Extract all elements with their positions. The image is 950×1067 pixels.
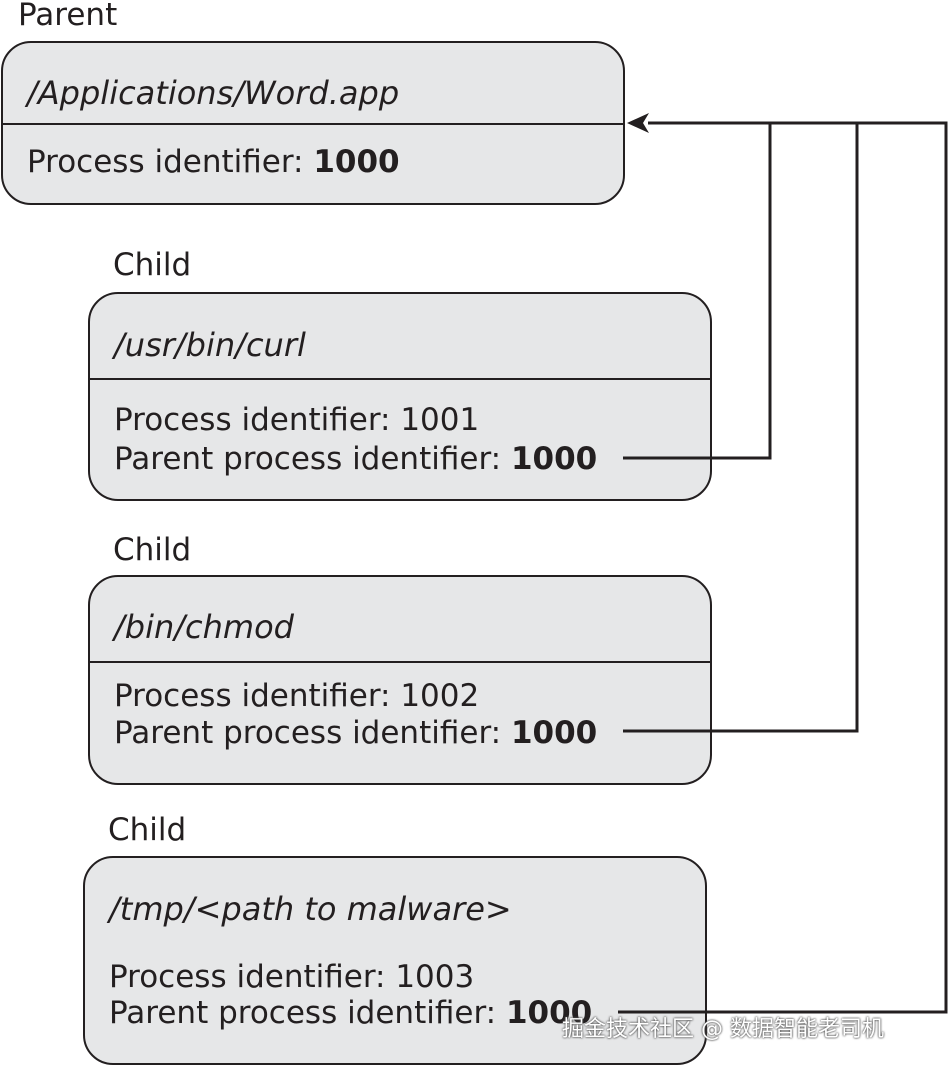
connector-malware bbox=[618, 121, 948, 1014]
child-pid-line: Process identifier: 1002 bbox=[114, 678, 480, 714]
child-role-label: Child bbox=[113, 247, 192, 283]
child-process-box-chmod: /bin/chmod Process identifier: 1002 Pare… bbox=[88, 575, 712, 785]
child-process-path: /usr/bin/curl bbox=[114, 326, 306, 364]
child-ppid-value: 1000 bbox=[505, 995, 593, 1031]
child-process-box-malware: /tmp/<path to malware> Process identifie… bbox=[83, 856, 707, 1065]
parent-pid-value: 1000 bbox=[313, 144, 400, 180]
child-ppid-label: Parent process identifier: bbox=[114, 715, 511, 751]
connector-chmod bbox=[623, 123, 859, 733]
child-pid-line: Process identifier: 1001 bbox=[114, 402, 480, 438]
child-ppid-value: 1000 bbox=[510, 715, 598, 751]
child-ppid-line: Parent process identifier: 1000 bbox=[114, 715, 597, 751]
child-ppid-line: Parent process identifier: 1000 bbox=[109, 995, 592, 1031]
child-ppid-label: Parent process identifier: bbox=[109, 995, 506, 1031]
child-process-box-curl: /usr/bin/curl Process identifier: 1001 P… bbox=[88, 292, 712, 501]
child-box-divider bbox=[90, 378, 710, 380]
child-process-path: /tmp/<path to malware> bbox=[109, 890, 512, 928]
parent-role-label: Parent bbox=[18, 0, 118, 33]
watermark: 掘金技术社区 @ 数据智能老司机 bbox=[562, 1017, 884, 1042]
child-box-divider bbox=[90, 661, 710, 663]
parent-box-divider bbox=[3, 123, 623, 125]
parent-process-box: /Applications/Word.app Process identifie… bbox=[1, 41, 625, 205]
child-role-label: Child bbox=[113, 532, 192, 568]
parent-pid-label: Process identifier: bbox=[27, 144, 314, 180]
child-ppid-value: 1000 bbox=[510, 441, 598, 477]
parent-process-path: /Applications/Word.app bbox=[27, 74, 400, 112]
parent-pid-line: Process identifier: 1000 bbox=[27, 144, 400, 180]
arrowhead-icon bbox=[627, 113, 649, 133]
child-pid-line: Process identifier: 1003 bbox=[109, 959, 475, 995]
connector-curl bbox=[623, 121, 772, 460]
child-process-path: /bin/chmod bbox=[114, 608, 294, 646]
child-ppid-line: Parent process identifier: 1000 bbox=[114, 441, 597, 477]
child-ppid-label: Parent process identifier: bbox=[114, 441, 511, 477]
child-role-label: Child bbox=[108, 812, 187, 848]
